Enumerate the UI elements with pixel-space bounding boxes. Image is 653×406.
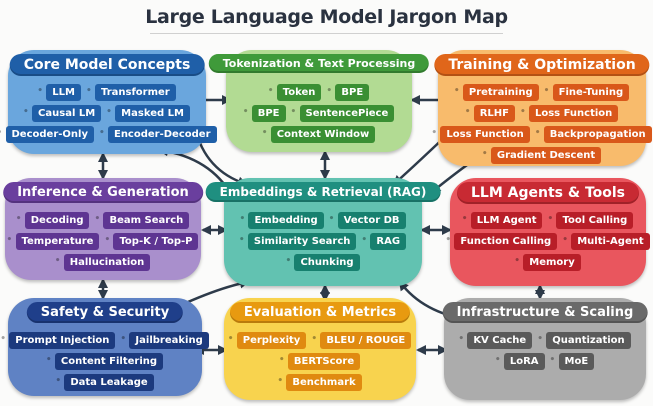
cluster-title: Core Model Concepts xyxy=(9,54,205,76)
term-chip[interactable]: Context Window xyxy=(262,126,376,143)
term-chip[interactable]: Encoder-Decoder xyxy=(99,126,217,143)
term-chip[interactable]: Gradient Descent xyxy=(482,147,602,164)
cluster-core: Core Model ConceptsLLM TransformerCausal … xyxy=(0,50,217,154)
term-chip[interactable]: Multi-Agent xyxy=(562,233,650,250)
cluster-infra: Infrastructure & Scaling KV CacheQuantiza… xyxy=(442,298,648,400)
term-chip[interactable]: BLEU / ROUGE xyxy=(311,332,412,349)
cluster-title: Tokenization & Text Processing xyxy=(208,54,430,73)
cluster-agent: LLM Agents & ToolsLLM Agent Tool CallingF… xyxy=(445,178,650,286)
term-chip[interactable]: Decoding xyxy=(16,212,90,229)
term-chip[interactable]: Loss Function xyxy=(520,105,619,122)
term-chip[interactable]: Fine-Tuning xyxy=(544,84,630,101)
cluster-title: LLM Agents & Tools xyxy=(456,182,640,204)
cluster-infer: Inference & GenerationDecoding Beam Searc… xyxy=(3,178,203,280)
term-chip[interactable]: KV Cache xyxy=(458,332,533,349)
term-chip[interactable]: SentencePiece xyxy=(291,105,395,122)
cluster-title: Infrastructure & Scaling xyxy=(442,302,648,323)
cluster-eval: Evaluation & MetricsPerplexityBLEU / ROU… xyxy=(224,298,416,400)
term-chip[interactable]: Memory xyxy=(514,254,581,271)
term-chip[interactable]: Content Filtering xyxy=(46,353,164,370)
cluster-train: Training & OptimizationPretraining Fine-T… xyxy=(431,50,652,166)
term-chip[interactable]: Jailbreaking xyxy=(120,332,209,349)
term-chip[interactable]: BERTScore xyxy=(279,353,361,370)
term-chip[interactable]: Tool Calling xyxy=(548,212,634,229)
term-chip[interactable]: LLM xyxy=(37,84,81,101)
term-chip[interactable]: BPE xyxy=(326,84,370,101)
cluster-title: Embeddings & Retrieval (RAG) xyxy=(205,182,441,202)
cluster-title: Safety & Security xyxy=(26,302,184,323)
term-chip[interactable]: RLHF xyxy=(465,105,515,122)
term-chip[interactable]: Embedding xyxy=(239,212,324,229)
term-chip[interactable]: Beam Search xyxy=(95,212,190,229)
term-chip[interactable]: Pretraining xyxy=(454,84,539,101)
cluster-title: Evaluation & Metrics xyxy=(229,302,411,323)
term-chip[interactable]: Causal LM xyxy=(23,105,102,122)
term-chip[interactable]: Masked LM xyxy=(106,105,190,122)
term-chip[interactable]: Transformer xyxy=(86,84,176,101)
term-chip[interactable]: Temperature xyxy=(7,233,100,250)
term-chip[interactable]: Vector DB xyxy=(329,212,406,229)
term-chip[interactable]: Perplexity xyxy=(228,332,307,349)
term-chip[interactable]: Benchmark xyxy=(277,374,362,391)
term-chip[interactable]: Prompt Injection xyxy=(0,332,116,349)
term-chip[interactable]: Top-K / Top-P xyxy=(104,233,199,250)
term-chip[interactable]: Hallucination xyxy=(55,254,151,271)
diagram-title: Large Language Model Jargon Map xyxy=(145,6,508,28)
term-chip[interactable]: Token xyxy=(268,84,322,101)
term-chip[interactable]: Data Leakage xyxy=(55,374,154,391)
cluster-title: Inference & Generation xyxy=(3,182,203,203)
term-chip[interactable]: MoE xyxy=(550,353,595,370)
title-underline xyxy=(150,33,503,34)
term-chip[interactable]: RAG xyxy=(362,233,407,250)
term-chip[interactable]: Loss Function xyxy=(431,126,530,143)
term-chip[interactable]: Similarity Search xyxy=(239,233,357,250)
cluster-title: Training & Optimization xyxy=(434,54,650,76)
term-chip[interactable]: Decoder-Only xyxy=(0,126,94,143)
term-chip[interactable]: BPE xyxy=(243,105,286,122)
term-chip[interactable]: Quantization xyxy=(537,332,631,349)
term-chip[interactable]: LoRA xyxy=(495,353,545,370)
cluster-token: Tokenization & Text ProcessingTokenBPEBP… xyxy=(208,50,430,152)
term-chip[interactable]: Function Calling xyxy=(445,233,558,250)
term-chip[interactable]: LLM Agent xyxy=(462,212,543,229)
term-chip[interactable]: Chunking xyxy=(285,254,360,271)
cluster-emb: Embeddings & Retrieval (RAG) Embedding Vec… xyxy=(205,178,441,286)
cluster-safety: Safety & SecurityPrompt InjectionJailbre… xyxy=(0,298,209,396)
term-chip[interactable]: Backpropagation xyxy=(535,126,652,143)
